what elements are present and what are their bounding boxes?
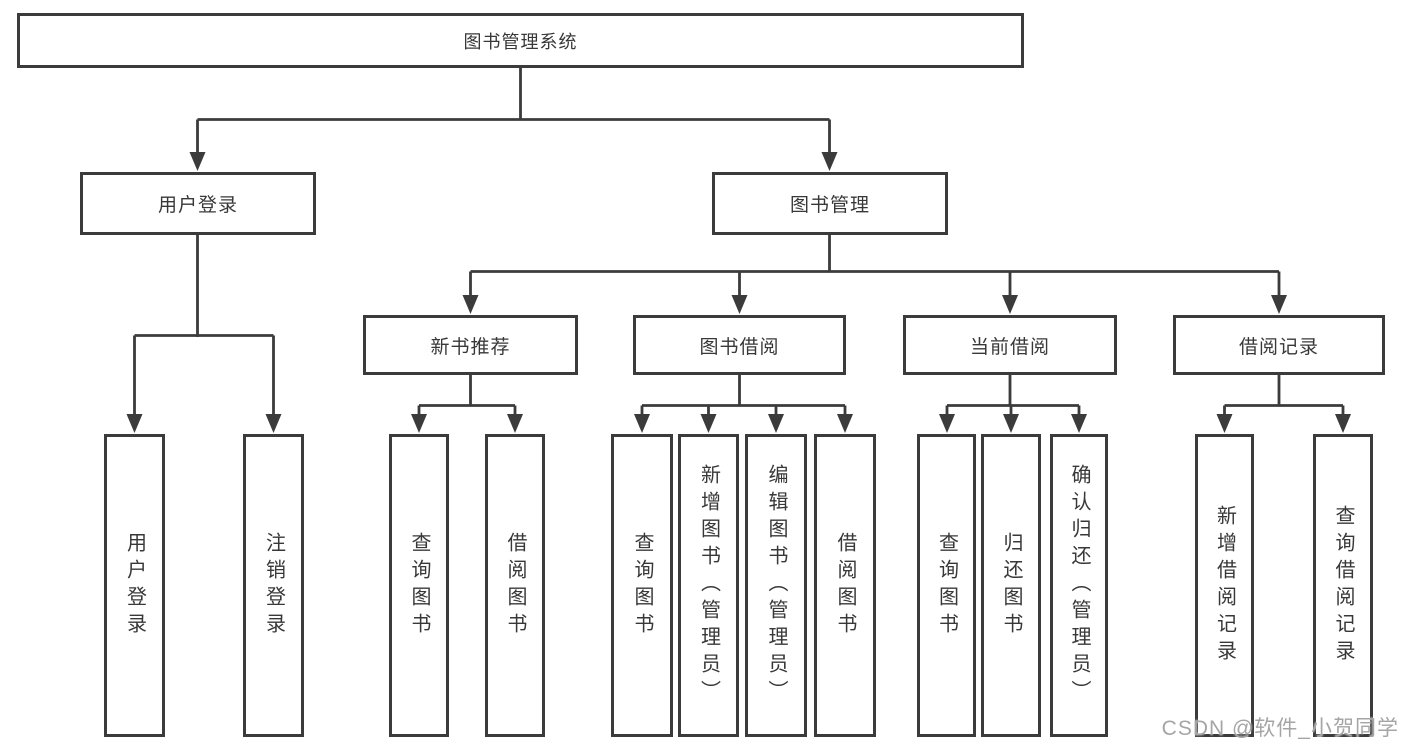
leaf-query-borrow-record: 查询借阅记录 [1313,434,1373,737]
leaf-query-books-current-label: 查询图书 [935,531,958,640]
node-book-borrow: 图书借阅 [633,315,846,375]
node-book-management-label: 图书管理 [789,195,870,216]
node-new-book-recommend-label: 新书推荐 [430,336,511,358]
watermark: CSDN @软件_小贺同学 [1161,717,1399,740]
node-borrow-records-label: 借阅记录 [1238,336,1319,358]
leaf-query-books-newrec: 查询图书 [389,434,449,737]
leaf-borrow-books-newrec: 借阅图书 [485,434,545,737]
node-root: 图书管理系统 [17,13,1024,68]
leaf-confirm-return-admin: 确认归还（管理员） [1050,434,1108,737]
leaf-query-books-newrec-label: 查询图书 [408,531,430,640]
leaf-query-books-borrow: 查询图书 [611,434,673,737]
node-borrow-records: 借阅记录 [1173,315,1385,375]
leaf-user-login: 用户登录 [104,434,165,737]
node-book-management: 图书管理 [712,172,948,235]
leaf-return-books-label: 归还图书 [1000,531,1022,640]
leaf-add-books-admin: 新增图书（管理员） [678,434,739,737]
node-new-book-recommend: 新书推荐 [363,315,578,375]
leaf-return-books: 归还图书 [981,434,1041,737]
leaf-borrow-books-newrec-label: 借阅图书 [504,531,526,640]
leaf-confirm-return-admin-label: 确认归还（管理员） [1068,464,1090,707]
node-user-login: 用户登录 [80,172,316,235]
leaf-user-login-label: 用户登录 [123,531,146,640]
node-current-borrow-label: 当前借阅 [969,336,1050,358]
leaf-edit-books-admin: 编辑图书（管理员） [745,434,807,737]
leaf-add-books-admin-label: 新增图书（管理员） [697,464,720,707]
leaf-add-borrow-record: 新增借阅记录 [1195,434,1254,737]
node-book-borrow-label: 图书借阅 [699,336,780,358]
leaf-query-borrow-record-label: 查询借阅记录 [1332,504,1354,667]
leaf-add-borrow-record-label: 新增借阅记录 [1213,504,1236,667]
node-current-borrow: 当前借阅 [903,315,1117,375]
node-root-label: 图书管理系统 [463,31,578,52]
leaf-query-books-current: 查询图书 [917,434,976,737]
leaf-borrow-books-borrow: 借阅图书 [814,434,876,737]
leaf-logout-label: 注销登录 [262,531,285,640]
leaf-query-books-borrow-label: 查询图书 [631,531,653,640]
leaf-edit-books-admin-label: 编辑图书（管理员） [765,464,787,707]
leaf-borrow-books-borrow-label: 借阅图书 [834,531,856,640]
leaf-logout: 注销登录 [243,434,304,737]
node-user-login-label: 用户登录 [157,195,238,216]
